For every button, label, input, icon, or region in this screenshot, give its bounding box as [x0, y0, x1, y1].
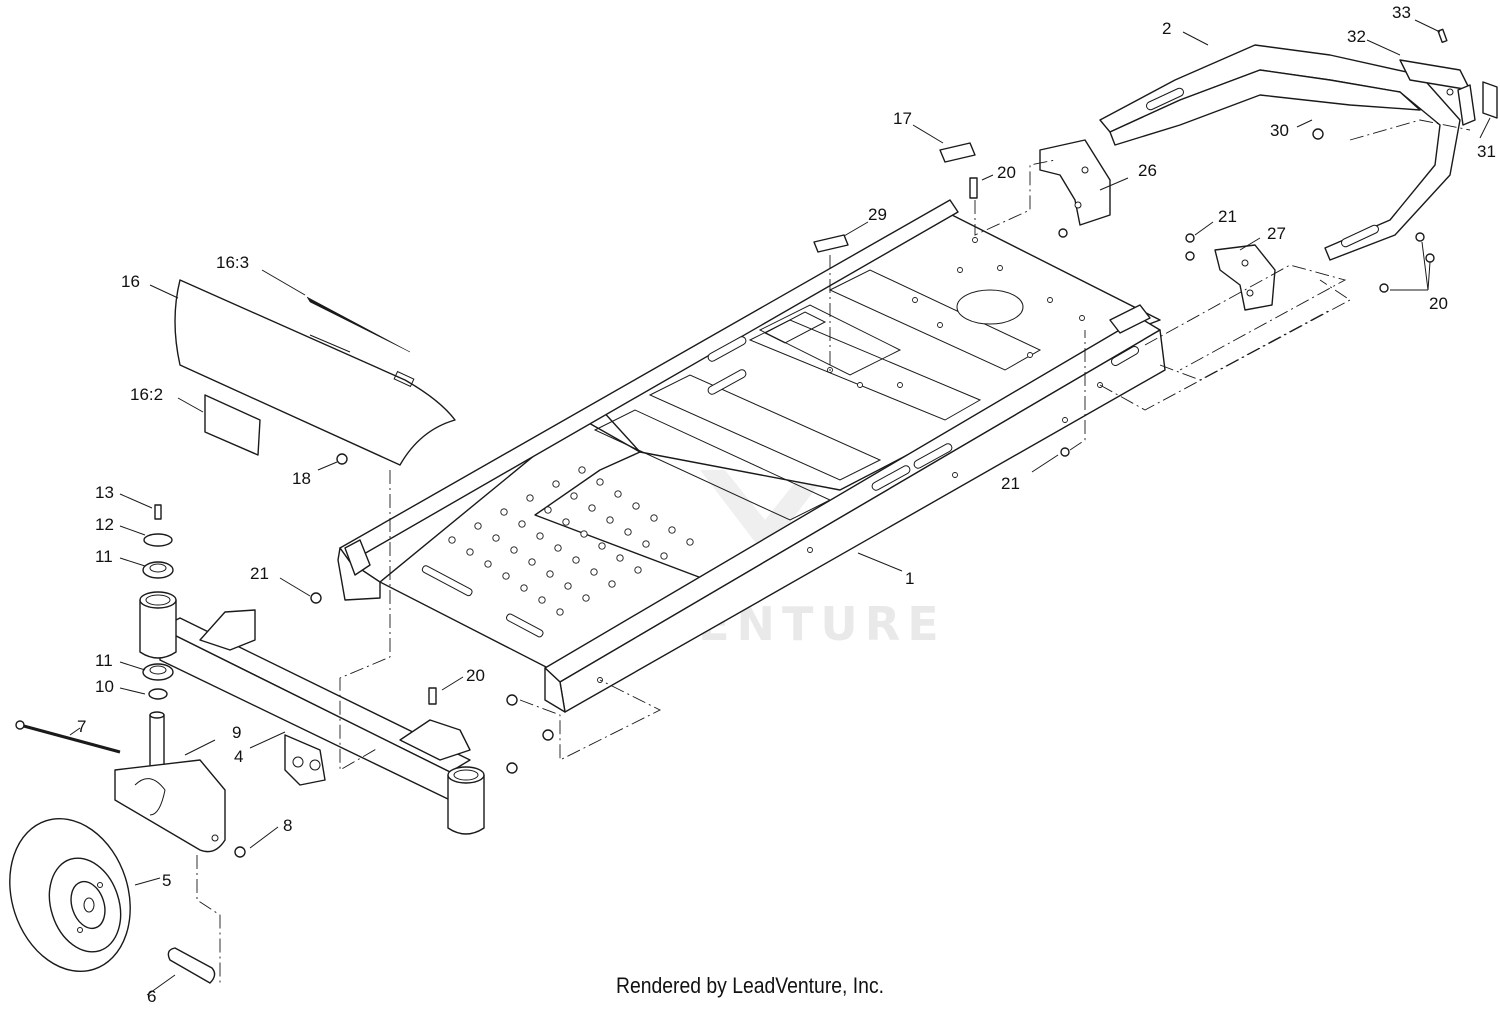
- callout-29: 29: [868, 205, 887, 224]
- callout-21-left: 21: [250, 564, 269, 583]
- assembly-lines: [196, 119, 1471, 985]
- callout-16-3: 16:3: [216, 253, 249, 272]
- callout-17: 17: [893, 109, 912, 128]
- front-cover: [174, 279, 456, 466]
- callout-20-front: 20: [466, 666, 485, 685]
- callout-21-mid: 21: [1001, 474, 1020, 493]
- callout-31: 31: [1477, 142, 1496, 161]
- callout-13: 13: [95, 483, 114, 502]
- front-axle: [139, 591, 485, 835]
- callout-20-top: 20: [997, 163, 1016, 182]
- callout-10: 10: [95, 677, 114, 696]
- callout-30: 30: [1270, 121, 1289, 140]
- brackets: [969, 139, 1435, 457]
- main-frame: [337, 199, 1166, 713]
- callout-12: 12: [95, 515, 114, 534]
- callout-6: 6: [147, 987, 156, 1006]
- callout-32: 32: [1347, 27, 1366, 46]
- decals: [813, 81, 1498, 253]
- footer-credit: Rendered by LeadVenture, Inc.: [615, 973, 885, 998]
- callout-18: 18: [292, 469, 311, 488]
- leaders: [69, 19, 1491, 996]
- callout-27: 27: [1267, 224, 1286, 243]
- caster-assembly: [9, 453, 554, 984]
- callout-26: 26: [1138, 161, 1157, 180]
- callout-5: 5: [162, 871, 171, 890]
- callout-20-rear: 20: [1429, 294, 1448, 313]
- callout-33: 33: [1392, 3, 1411, 22]
- callout-16-2: 16:2: [130, 385, 163, 404]
- callout-8: 8: [283, 816, 292, 835]
- callout-11-upper: 11: [95, 547, 113, 566]
- callout-7: 7: [77, 717, 86, 736]
- rear-loop: [1099, 28, 1476, 261]
- callout-4: 4: [234, 747, 243, 766]
- callout-16: 16: [121, 272, 140, 291]
- callout-9: 9: [232, 723, 241, 742]
- callout-1: 1: [905, 569, 914, 588]
- callout-labels: 1 2 4 5 6 7 8 9 10 11 11 12 13 16 16:2 1…: [77, 3, 1496, 1006]
- callout-2: 2: [1162, 19, 1171, 38]
- callout-11-lower: 11: [95, 651, 113, 670]
- callout-21-rear: 21: [1218, 207, 1237, 226]
